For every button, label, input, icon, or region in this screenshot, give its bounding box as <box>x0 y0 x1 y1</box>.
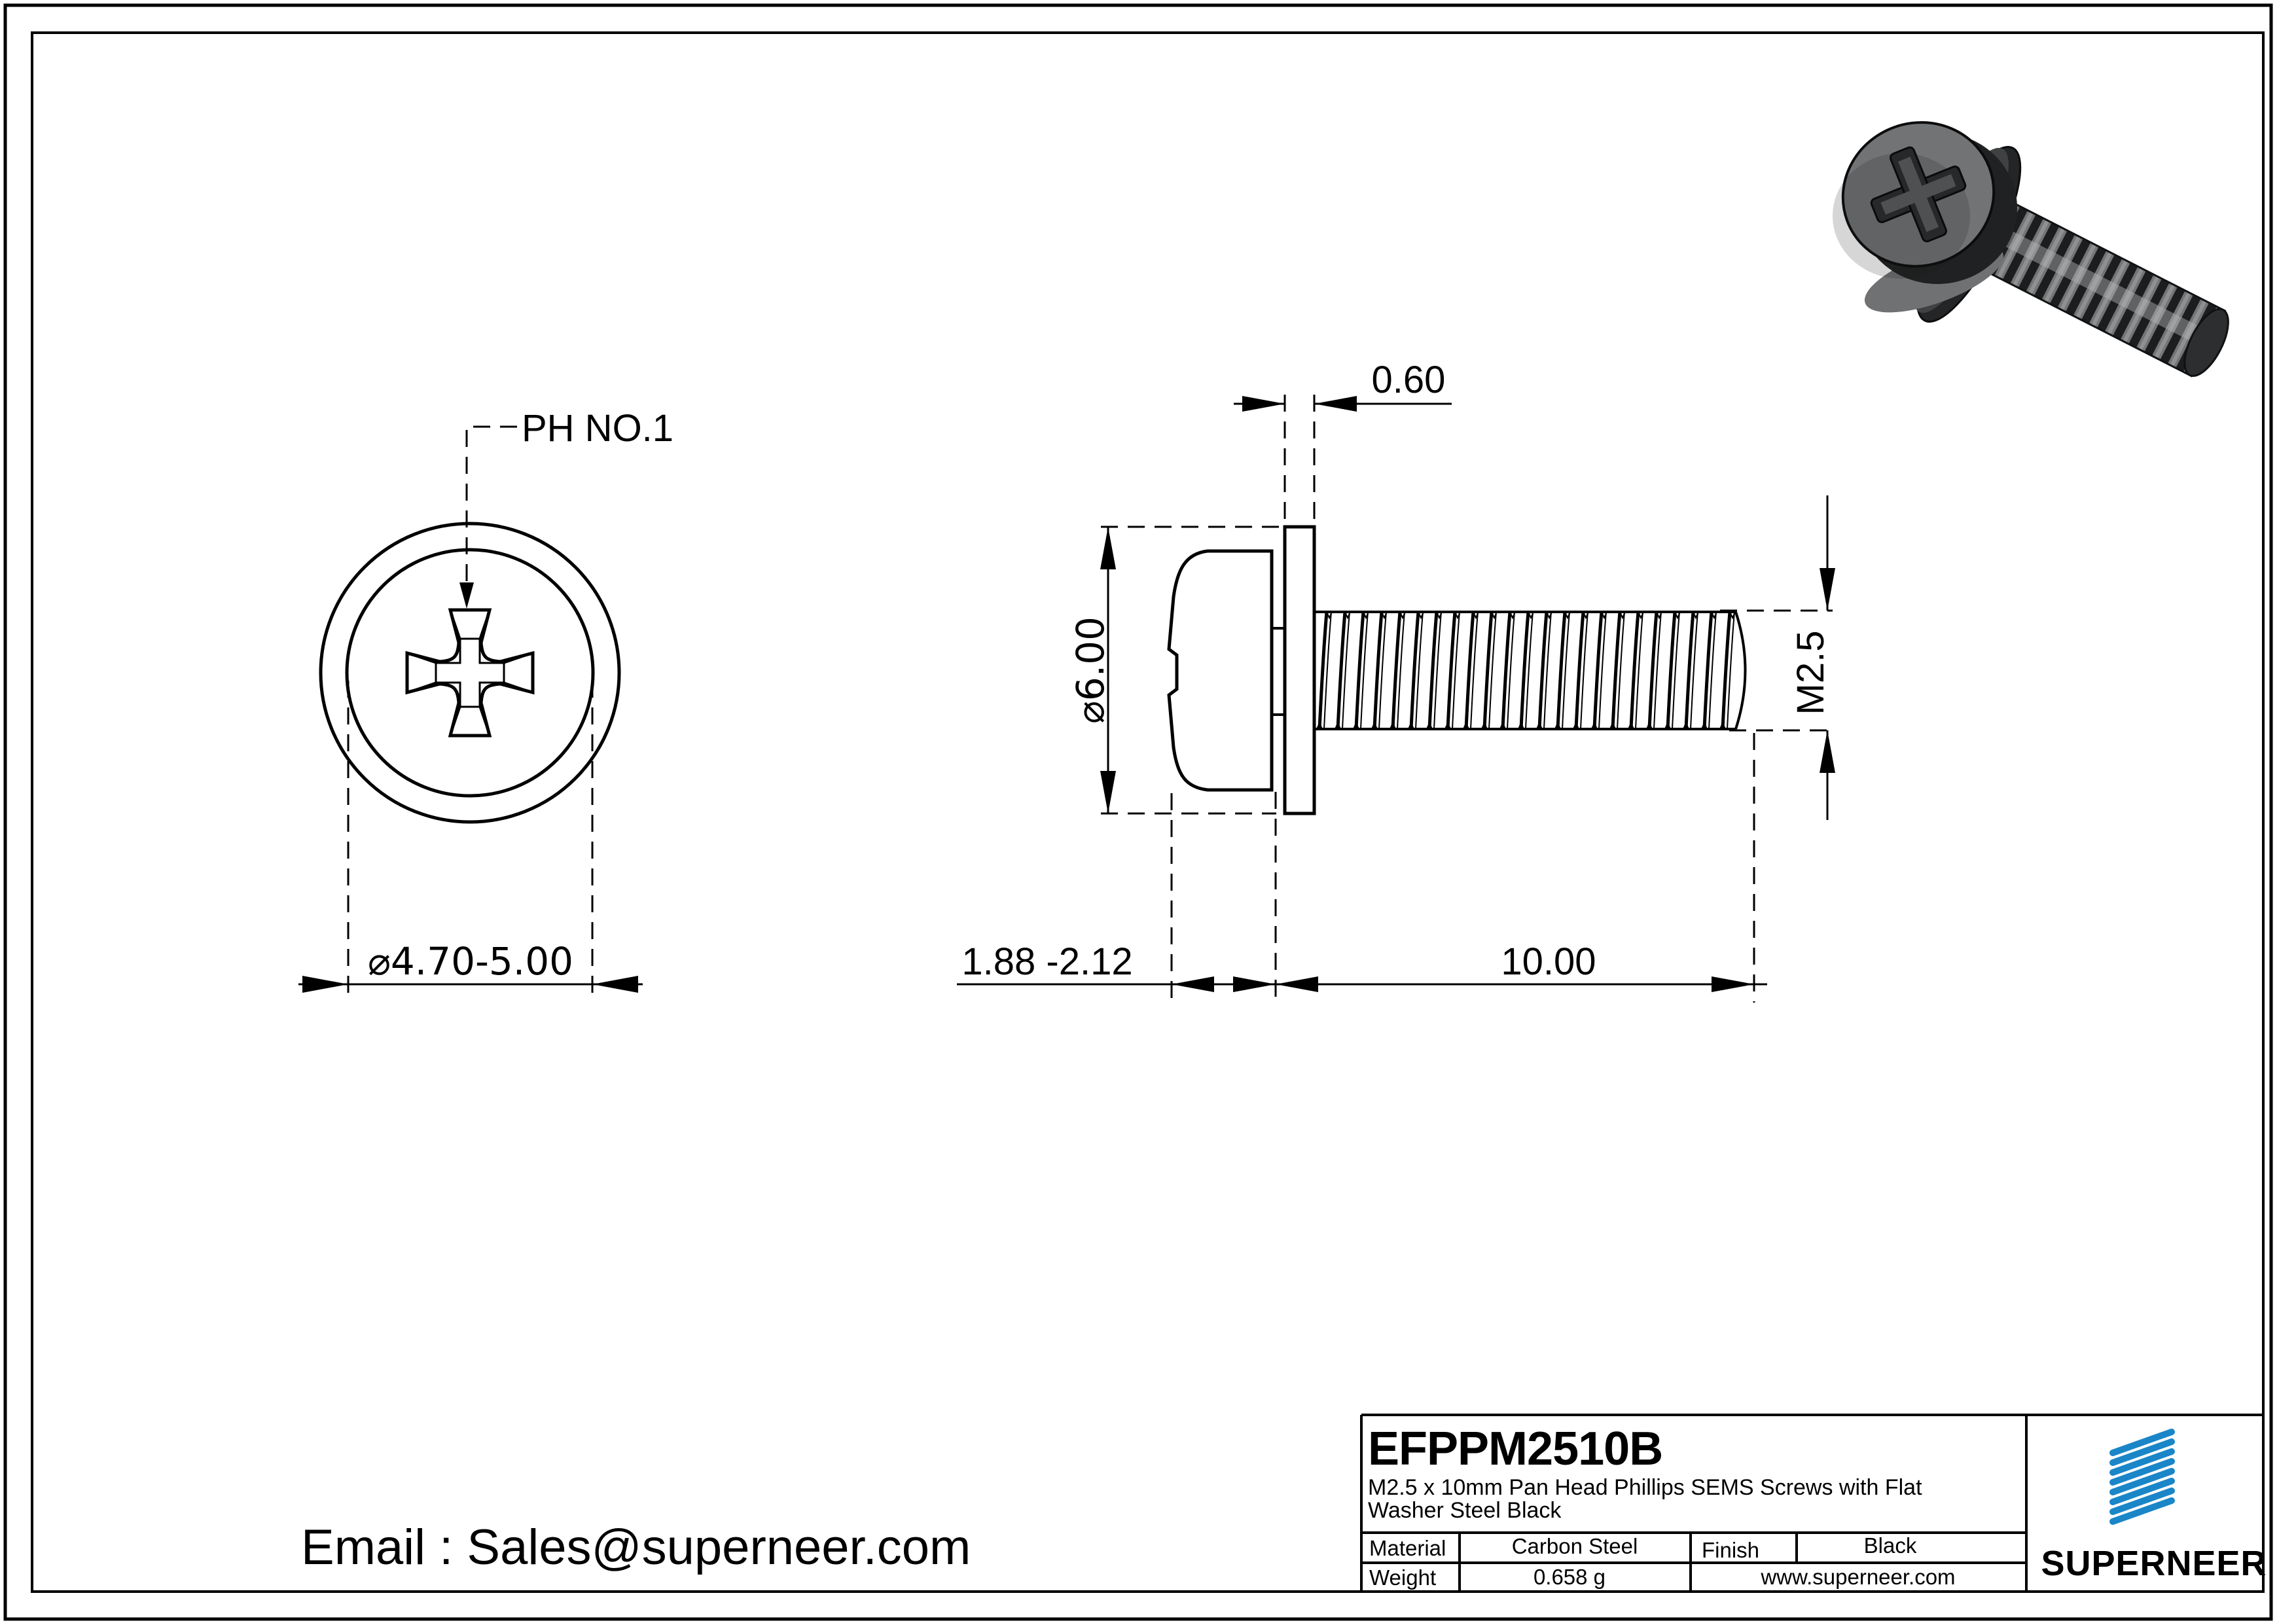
length-arrow-right <box>1712 976 1754 992</box>
head-height-dim: 1.88 -2.12 <box>961 940 1132 983</box>
material-value: Carbon Steel <box>1512 1534 1638 1558</box>
finish-label: Finish <box>1702 1538 1759 1562</box>
material-label: Material <box>1369 1536 1446 1560</box>
washer-thickness-extensions <box>1283 395 1316 522</box>
screw-3d-render <box>1833 121 2229 378</box>
head-height-arrow-left <box>1172 976 1214 992</box>
thread-dim-extensions <box>1720 609 1833 732</box>
length-dim-extensions <box>1170 733 1755 1003</box>
part-number: EFPPM2510B <box>1368 1423 1662 1475</box>
thread-size-dim: M2.5 <box>1789 631 1832 715</box>
washer-dia-arrow-bottom <box>1100 771 1116 813</box>
title-block-grid <box>1360 1414 2263 1592</box>
shaft-3d <box>1969 197 2229 378</box>
pan-head-profile <box>1167 549 1274 792</box>
washer-dia-extensions <box>1101 526 1281 815</box>
side-view: 0.60 ⌀6.00 M2.5 1.88 -2.12 10.00 <box>957 359 1835 1003</box>
description-line2: Washer Steel Black <box>1368 1498 1562 1523</box>
thread-texture <box>1314 611 1736 730</box>
outer-border-frame <box>3 3 2273 1621</box>
dim-arrow-right <box>592 976 638 993</box>
description-line1: M2.5 x 10mm Pan Head Phillips SEMS Screw… <box>1368 1475 1922 1500</box>
weight-value: 0.658 g <box>1534 1565 1605 1589</box>
thread-dim-arrow-bottom <box>1820 730 1835 773</box>
brand-name: SUPERNEER <box>2041 1544 2267 1583</box>
screw-length-dim: 10.00 <box>1501 940 1596 983</box>
thread-crest-lines <box>1314 611 1736 730</box>
shank-lines <box>1272 627 1285 716</box>
phillips-inner-edge <box>435 637 505 708</box>
front-view: PH NO.1 ⌀4.70-5.00 <box>298 407 673 1003</box>
leader-line <box>465 425 517 581</box>
thread-dim-arrow-top <box>1820 568 1835 611</box>
washer-thickness-dim: 0.60 <box>1372 359 1446 401</box>
washer-dia-arrow-top <box>1100 527 1116 569</box>
washer-outline-circle <box>319 522 621 824</box>
inner-border-frame <box>31 31 2265 1593</box>
phillips-recess <box>405 608 535 738</box>
phillips-size-label: PH NO.1 <box>522 407 673 450</box>
head-outline-circle <box>345 548 595 798</box>
website-link[interactable]: www.superneer.com <box>1760 1565 1955 1589</box>
phillips-outer-edge <box>405 608 535 738</box>
head-height-arrow-right <box>1233 976 1276 992</box>
head-diameter-dim: ⌀4.70-5.00 <box>368 939 573 984</box>
flat-washer <box>1283 525 1316 815</box>
superneer-logo-icon <box>2109 1429 2175 1525</box>
phillips-3d <box>1870 146 1967 243</box>
title-block: EFPPM2510B M2.5 x 10mm Pan Head Phillips… <box>1360 1414 2267 1592</box>
email-text: Email : Sales@superneer.com <box>301 1520 971 1575</box>
length-arrow-left <box>1276 976 1318 992</box>
finish-value: Black <box>1864 1533 1917 1558</box>
dim-arrow-left <box>302 976 348 993</box>
weight-label: Weight <box>1369 1565 1436 1590</box>
washer-diameter-dim: ⌀6.00 <box>1068 616 1113 724</box>
washer-thickness-arrow-right <box>1314 396 1357 412</box>
leader-arrowhead <box>459 582 474 609</box>
washer-thickness-arrow-left <box>1242 396 1285 412</box>
phillips-tip-facets <box>406 609 533 736</box>
thread-end-tip <box>1734 611 1747 730</box>
